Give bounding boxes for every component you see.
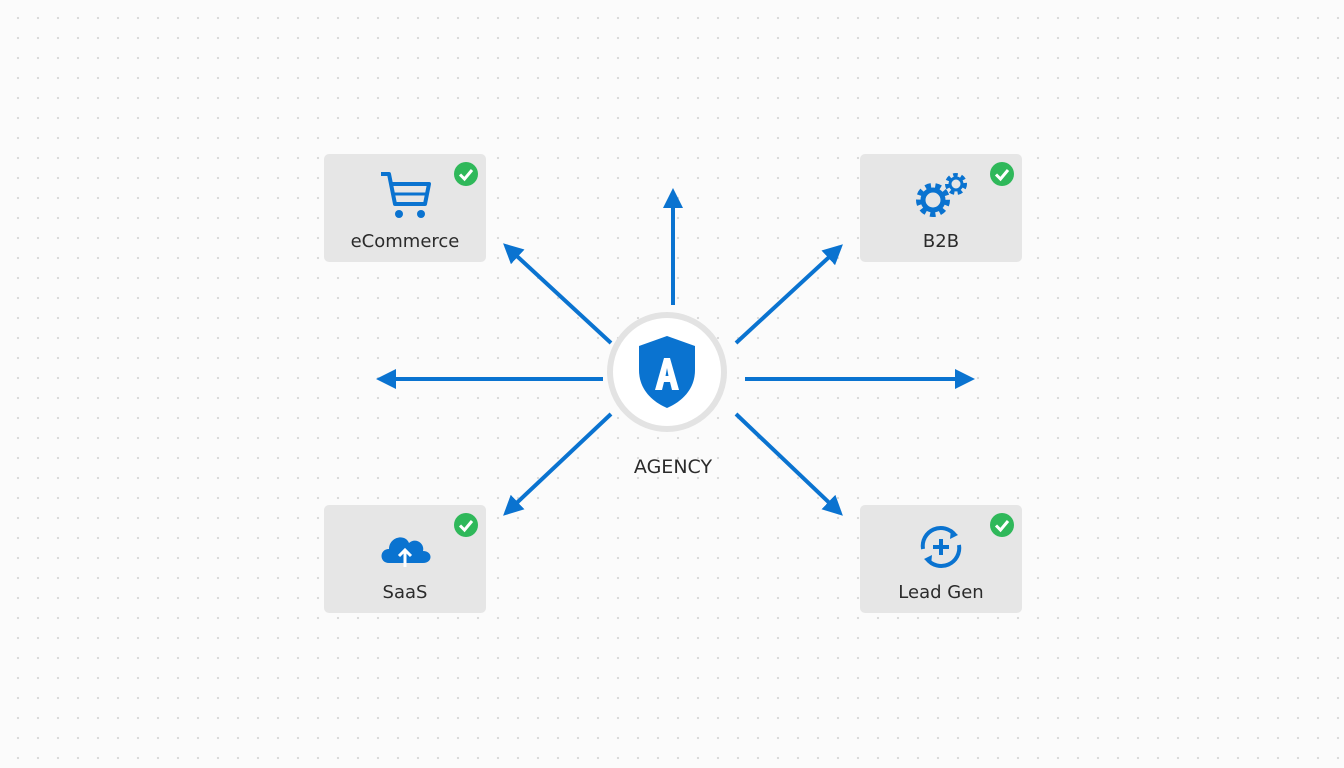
node-label: Lead Gen bbox=[898, 582, 984, 603]
node-b2b[interactable]: B2B bbox=[860, 154, 1022, 262]
agency-label: AGENCY bbox=[633, 456, 713, 478]
node-saas[interactable]: SaaS bbox=[324, 505, 486, 613]
arrow-down-left bbox=[503, 412, 613, 516]
node-label: B2B bbox=[922, 231, 960, 252]
node-lead-gen[interactable]: Lead Gen bbox=[860, 505, 1022, 613]
check-icon bbox=[454, 162, 478, 186]
arrow-up-right bbox=[734, 244, 843, 345]
check-icon bbox=[990, 162, 1014, 186]
check-icon bbox=[454, 513, 478, 537]
node-ecommerce[interactable]: eCommerce bbox=[324, 154, 486, 262]
shopping-cart-icon bbox=[381, 172, 431, 218]
node-label: SaaS bbox=[382, 582, 428, 603]
shield-a-icon bbox=[639, 336, 695, 408]
agency-hub bbox=[607, 312, 727, 432]
node-label: eCommerce bbox=[350, 231, 460, 252]
cloud-upload-icon bbox=[381, 537, 431, 567]
gears-icon bbox=[916, 173, 967, 217]
refresh-plus-icon bbox=[920, 526, 962, 568]
check-icon bbox=[990, 513, 1014, 537]
arrow-up-left bbox=[503, 243, 613, 345]
arrow-down-right bbox=[734, 412, 843, 516]
